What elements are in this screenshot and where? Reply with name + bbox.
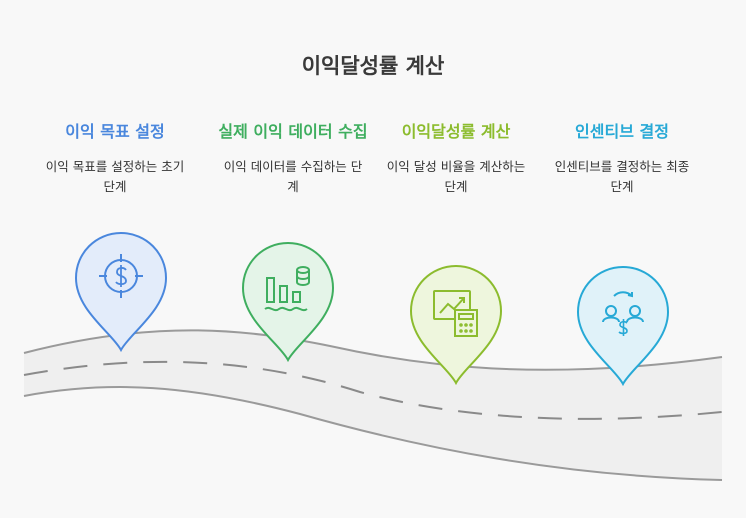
step-4-title: 인센티브 결정 <box>575 122 669 141</box>
road-top-edge <box>23 329 723 371</box>
step-1-title: 이익 목표 설정 <box>65 122 165 141</box>
step-4-description: 인센티브를 결정하는 최종 단계 <box>554 159 690 194</box>
step-4-pin <box>576 265 670 387</box>
step-3-title: 이익달성률 계산 <box>401 122 511 141</box>
step-3-description: 이익 달성 비율을 계산하는 단계 <box>386 159 526 194</box>
step-2-description: 이익 데이터를 수집하는 단계 <box>223 159 363 194</box>
road <box>24 330 722 480</box>
road-bottom-edge <box>23 386 723 481</box>
step-2-pin <box>241 241 335 363</box>
road-center-line <box>23 360 723 420</box>
chart-calculator-icon <box>433 290 478 337</box>
step-4-text: 인센티브 결정 인센티브를 결정하는 최종 단계 <box>537 121 707 197</box>
step-1-text: 이익 목표 설정 이익 목표를 설정하는 초기 단계 <box>30 121 200 197</box>
step-1-description: 이익 목표를 설정하는 초기 단계 <box>45 159 185 194</box>
step-1-pin <box>74 231 168 353</box>
step-3-text: 이익달성률 계산 이익 달성 비율을 계산하는 단계 <box>371 121 541 197</box>
page-title: 이익달성률 계산 <box>301 54 445 78</box>
step-2-text: 실제 이익 데이터 수집 이익 데이터를 수집하는 단계 <box>208 121 378 197</box>
step-2-title: 실제 이익 데이터 수집 <box>218 122 368 141</box>
bar-chart-database-icon <box>264 266 310 312</box>
step-3-pin <box>409 264 503 386</box>
target-dollar-icon <box>99 254 143 298</box>
people-exchange-dollar-icon <box>602 291 644 336</box>
